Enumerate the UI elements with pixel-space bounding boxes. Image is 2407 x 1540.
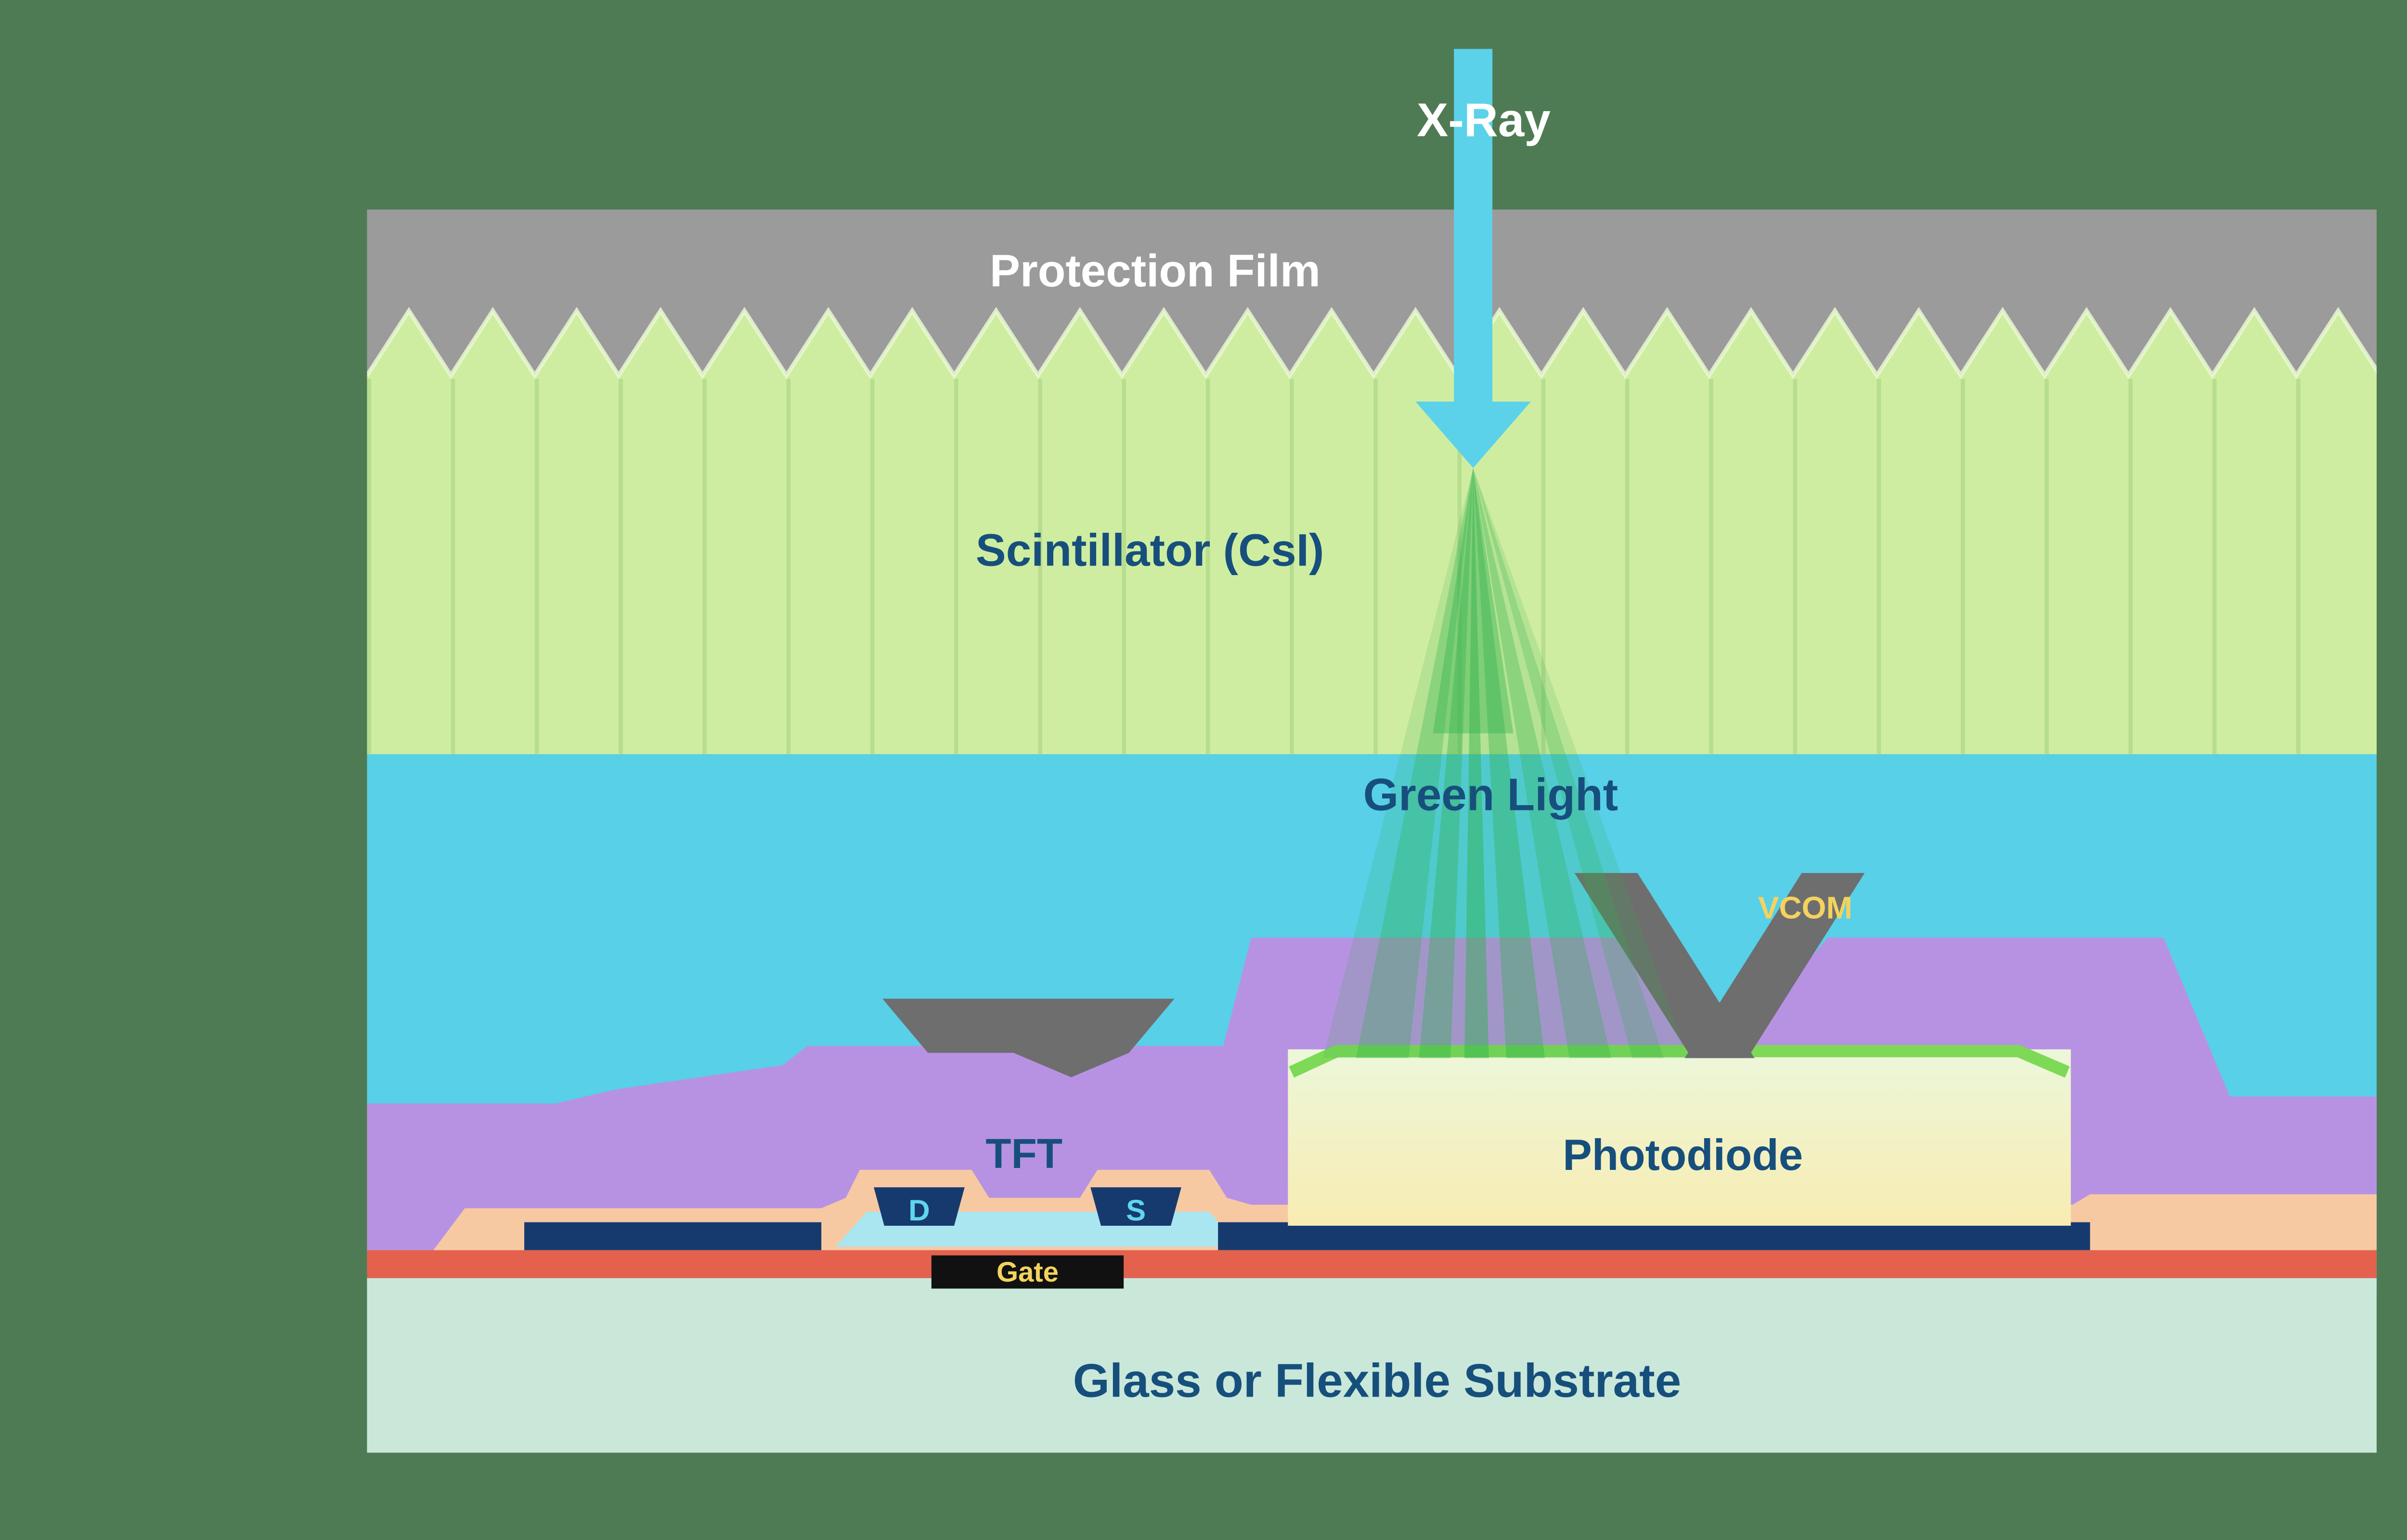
xray-arrow-head: [1415, 401, 1531, 468]
vcom-label: VCOM: [1758, 890, 1852, 925]
protection-film-label: Protection Film: [990, 245, 1320, 296]
vcom-electrode-left: [882, 999, 1175, 1078]
xray-arrow: [1415, 49, 1531, 468]
drain-electrode: [874, 1187, 965, 1226]
scintillator-tip-highlight: [367, 307, 2377, 380]
scintillator-columns: [367, 379, 2377, 755]
photodiode-top-contact: [1289, 1045, 2070, 1078]
gate-label: Gate: [996, 1257, 1059, 1288]
substrate-layer: [367, 1278, 2377, 1453]
detector-panel: [367, 209, 2377, 1453]
source-electrode: [1090, 1187, 1181, 1226]
vcom-electrode-v-left-arm: [1574, 873, 1755, 1058]
data-line-left: [524, 1222, 822, 1250]
vcom-electrode-v-right-arm: [1684, 873, 1865, 1058]
substrate-label: Glass or Flexible Substrate: [1073, 1354, 1682, 1407]
xray-label: X-Ray: [1417, 93, 1551, 146]
photodiode-body: [1288, 1049, 2071, 1226]
pixel-electrode-bar: [1218, 1222, 2090, 1250]
source-label: S: [1126, 1194, 1146, 1227]
tft-label: TFT: [985, 1130, 1062, 1177]
gate-electrode: [931, 1255, 1124, 1289]
xray-arrow-shaft: [1454, 49, 1493, 405]
scintillator-label: Scintillator (CsI): [976, 525, 1324, 576]
photodiode-label: Photodiode: [1563, 1131, 1803, 1180]
drain-label: D: [908, 1194, 930, 1227]
green-light-cone: [1322, 468, 1688, 1058]
green-light-label: Green Light: [1363, 769, 1618, 820]
red-base-layer: [367, 1250, 2377, 1278]
